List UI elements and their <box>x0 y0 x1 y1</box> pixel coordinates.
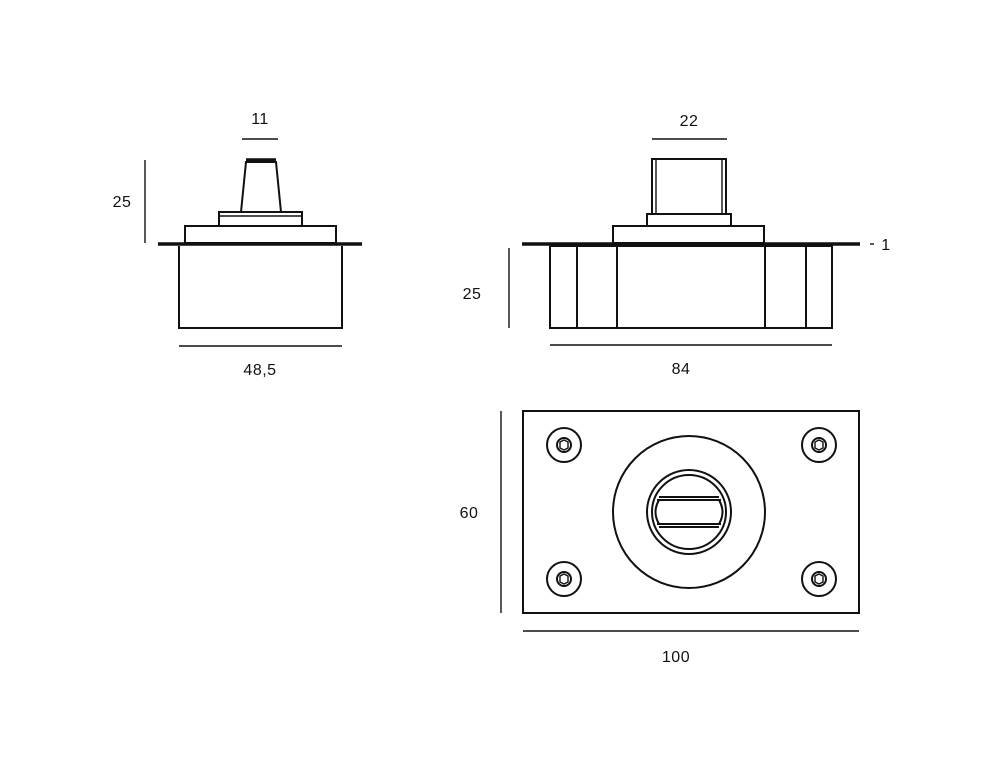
dim-label-side-height: 25 <box>113 194 132 211</box>
dim-label-side-width: 48,5 <box>243 362 276 379</box>
side-body <box>178 246 343 329</box>
front-spindle <box>651 158 727 215</box>
front-rose <box>612 225 765 244</box>
dim-label-plan-height: 60 <box>460 505 479 522</box>
plan-turn-bar-inner <box>657 499 721 525</box>
dim-label-side-top: 11 <box>251 111 269 128</box>
front-body <box>549 245 833 329</box>
side-collar <box>218 211 303 227</box>
plan-view: 60 100 <box>460 410 860 666</box>
plan-turn-bar-edges <box>659 496 719 528</box>
dim-label-front-width: 84 <box>672 361 691 378</box>
plan-turn-bar-ends <box>654 499 724 525</box>
screw-hex-icon <box>559 439 569 451</box>
side-rose <box>184 225 337 244</box>
front-collar <box>646 213 732 227</box>
dim-label-plan-width: 100 <box>662 649 690 666</box>
side-view: 11 25 48,5 <box>113 111 362 379</box>
plan-knob-outer <box>646 469 732 555</box>
plan-knob-inner <box>651 474 727 550</box>
dim-label-plate-thickness: 1 <box>881 237 890 254</box>
screw-top-right <box>801 427 837 463</box>
screw-hex-icon <box>814 573 824 585</box>
dim-label-front-top: 22 <box>680 113 699 130</box>
screw-top-left <box>546 427 582 463</box>
screw-bottom-right <box>801 561 837 597</box>
screw-bottom-left <box>546 561 582 597</box>
side-spindle <box>239 161 283 213</box>
dim-label-front-height: 25 <box>463 286 482 303</box>
screw-hex-icon <box>814 439 824 451</box>
screw-hex-icon <box>559 573 569 585</box>
front-view: 22 1 25 84 <box>463 113 891 378</box>
plan-plate <box>522 410 860 614</box>
plan-rose <box>612 435 766 589</box>
